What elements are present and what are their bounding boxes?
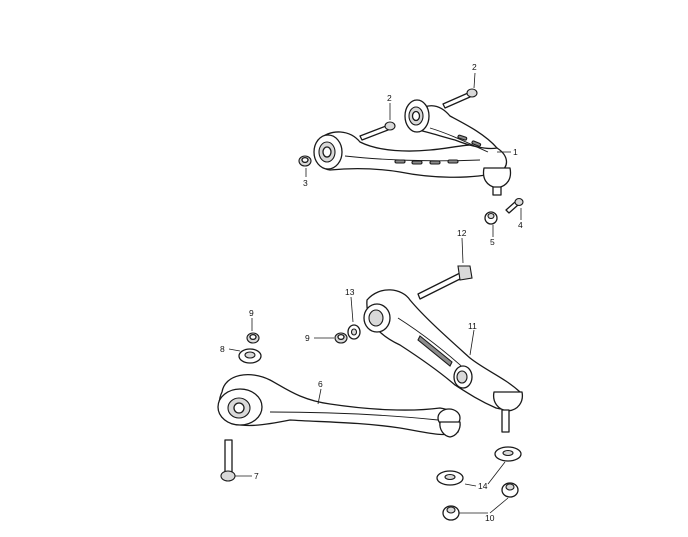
nut-9-mid [334,332,348,344]
callout-14: 14 [478,481,488,491]
callout-13: 13 [345,287,355,297]
callout-2a: 2 [472,62,477,72]
washer-8 [238,348,262,364]
callout-10: 10 [485,513,495,523]
callout-5: 5 [490,237,495,247]
callout-3: 3 [303,178,308,188]
nut-10-left [442,505,460,521]
lower-arm-11 [363,289,524,433]
callout-11: 11 [468,321,477,331]
washer-14-upper [494,446,522,462]
nut-10-right [501,482,519,498]
lower-link-6 [217,374,461,438]
callout-9b: 9 [305,333,310,343]
front-bush [313,134,343,170]
nut-9-left [246,332,260,344]
callout-12: 12 [457,228,467,238]
washer-14-lower [436,470,464,486]
callout-2b: 2 [387,93,392,103]
bolt-12 [417,265,473,300]
callout-9a: 9 [249,308,254,318]
callout-8: 8 [220,344,225,354]
callout-4: 4 [518,220,523,230]
callout-1: 1 [513,147,518,157]
nut-5 [484,211,498,225]
rear-bush [404,99,430,133]
washer-13 [347,324,361,340]
callouts: 1 2 2 3 4 5 12 13 11 9 9 8 6 7 14 10 [220,62,523,523]
callout-7: 7 [254,471,259,481]
bolt-4 [505,197,524,214]
arm-slots [394,134,482,165]
bolt-2-lower [359,121,396,141]
nut-3 [298,155,312,167]
bolt-2-upper [442,88,478,109]
callout-6: 6 [318,379,323,389]
upper-ball-joint [482,167,512,196]
leader-lines [228,72,522,514]
upper-control-arm [313,99,512,196]
bolt-7 [220,439,236,482]
